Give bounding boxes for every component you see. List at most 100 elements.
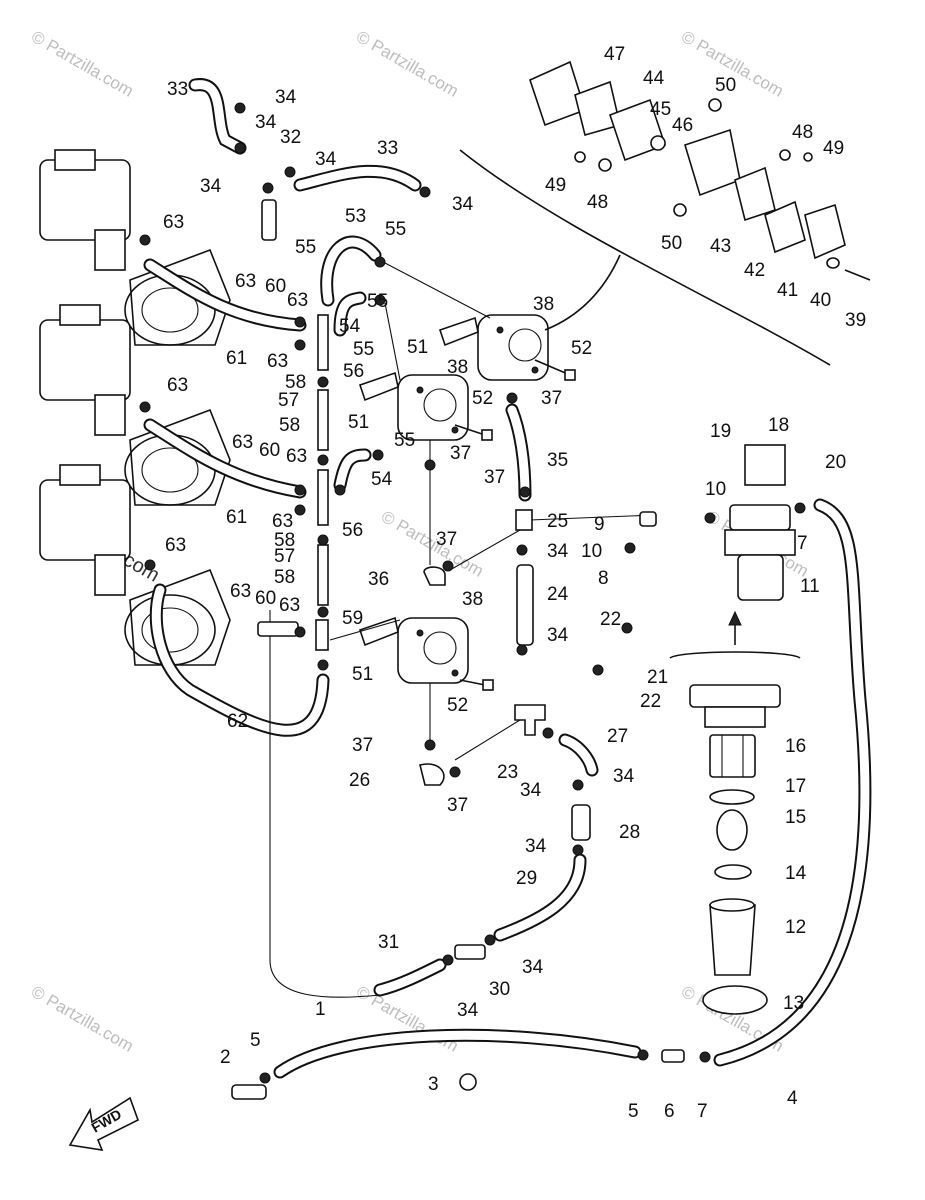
callout: 47	[604, 44, 625, 65]
callout: 60	[259, 440, 280, 461]
callout: 13	[783, 993, 804, 1014]
callout: 58	[274, 567, 295, 588]
callout: 10	[705, 479, 726, 500]
callout: 7	[697, 1101, 708, 1122]
callout: 34	[613, 766, 635, 787]
callout: 56	[343, 361, 364, 382]
gasket-51	[438, 316, 479, 347]
callout: 46	[672, 115, 693, 136]
callout: 34	[452, 194, 474, 215]
joint-6	[661, 1049, 685, 1063]
clip-3	[459, 1073, 477, 1091]
callout: 48	[587, 192, 608, 213]
callout: 8	[598, 568, 609, 589]
bolt-52	[534, 359, 576, 381]
callout: 34	[200, 176, 222, 197]
callout: 63	[235, 271, 256, 292]
callout: 32	[280, 127, 301, 148]
callout: 44	[643, 68, 665, 89]
carburetor-top	[39, 149, 231, 346]
callout: 34	[520, 780, 542, 801]
callout: 33	[167, 79, 188, 100]
callout: 34	[457, 1000, 479, 1021]
callout: 33	[377, 138, 398, 159]
callout: 49	[545, 175, 566, 196]
callout: 22	[640, 691, 661, 712]
callout: 63	[267, 351, 288, 372]
callout: 63	[286, 446, 307, 467]
callout: 48	[792, 122, 813, 143]
callout: 63	[279, 595, 300, 616]
callout: 5	[628, 1101, 639, 1122]
callout: 24	[547, 584, 569, 605]
callout: 38	[447, 357, 468, 378]
callout: 34	[547, 625, 569, 646]
gasket-51	[358, 371, 399, 402]
callout: 23	[497, 762, 518, 783]
callout: 25	[547, 511, 568, 532]
callout: 54	[339, 316, 361, 337]
callout: 30	[489, 979, 510, 1000]
watermark: © Partzilla.com	[28, 982, 137, 1056]
callout: 43	[710, 236, 731, 257]
callout: 34	[522, 957, 544, 978]
callout: 38	[533, 294, 554, 315]
fuel-pump-bottom	[397, 617, 469, 684]
callout: 19	[710, 421, 731, 442]
callout: 2	[220, 1047, 231, 1068]
carburetor-group	[39, 149, 231, 666]
callout: 51	[407, 337, 428, 358]
callout: 63	[230, 581, 251, 602]
filter-exploded	[689, 684, 781, 1015]
callout: 12	[785, 917, 806, 938]
callout: 21	[647, 667, 668, 688]
hose-24	[516, 564, 534, 646]
callout: 37	[447, 795, 468, 816]
callout: 62	[227, 711, 248, 732]
callout: 49	[823, 138, 844, 159]
callout: 56	[342, 520, 363, 541]
callout: 57	[278, 390, 299, 411]
bolt-52	[454, 424, 493, 441]
callout: 50	[661, 233, 682, 254]
bolt-52	[459, 679, 494, 691]
callout: 7	[797, 533, 808, 554]
callout: 18	[768, 415, 789, 436]
callout: 57	[274, 546, 295, 567]
pipe-32	[261, 199, 277, 241]
callout: 45	[650, 99, 671, 120]
callout: 35	[547, 450, 568, 471]
joint-28	[571, 804, 591, 841]
callout: 28	[619, 822, 640, 843]
callout: 55	[367, 291, 388, 312]
watermark: © Partzilla.com	[353, 27, 462, 101]
callout: 51	[352, 664, 373, 685]
callout: 39	[845, 310, 866, 331]
callout: 37	[436, 529, 457, 550]
callout: 63	[165, 535, 186, 556]
callout: 63	[232, 432, 253, 453]
leader-lines	[329, 149, 831, 761]
callout: 40	[810, 290, 831, 311]
carb-feed-hoses	[143, 258, 307, 637]
callout: 38	[462, 589, 483, 610]
callout: 58	[285, 372, 306, 393]
tee-25	[515, 509, 533, 531]
callout: 36	[368, 569, 389, 590]
callout: 15	[785, 807, 806, 828]
callout: 34	[315, 149, 337, 170]
gasket-51	[358, 616, 399, 647]
callout: 54	[371, 469, 393, 490]
pump-exploded	[529, 60, 871, 281]
callout-labels: 1 2 3 4 5 5 6 7 7 8 9 10 10 11 12 13 14 …	[163, 44, 866, 1122]
callout: 6	[664, 1101, 675, 1122]
callout: 37	[352, 735, 373, 756]
callout: 5	[250, 1030, 261, 1051]
callout: 34	[547, 541, 569, 562]
callout: 11	[800, 576, 820, 597]
callout: 55	[295, 237, 316, 258]
watermark: © Partzilla.com	[28, 27, 137, 101]
callout: 55	[353, 339, 374, 360]
callout: 53	[345, 206, 366, 227]
callout: 60	[255, 588, 276, 609]
